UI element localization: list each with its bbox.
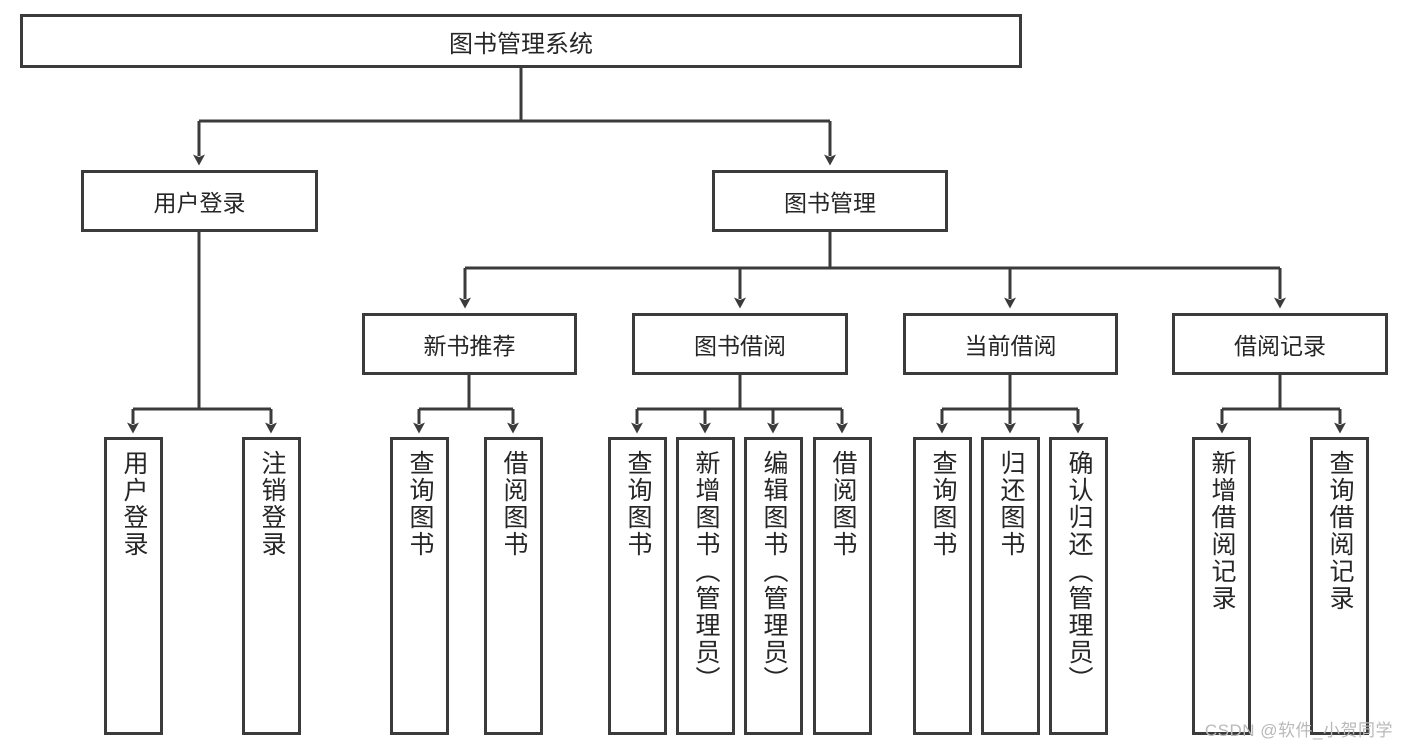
leaf-borrow-book-rec[interactable]: 借阅图书: [484, 437, 543, 735]
leaf-logout[interactable]: 注销登录: [242, 437, 301, 735]
node-new-book-rec[interactable]: 新书推荐: [362, 313, 577, 375]
leaf-add-borrow-record-label: 新增借阅记录: [1208, 450, 1236, 612]
leaf-confirm-return-admin[interactable]: 确认归还（管理员）: [1049, 437, 1108, 735]
node-root-label: 图书管理系统: [449, 30, 593, 58]
node-book-manage-label: 图书管理: [784, 190, 876, 216]
node-user-login[interactable]: 用户登录: [81, 170, 318, 232]
leaf-edit-book-admin[interactable]: 编辑图书（管理员）: [744, 437, 803, 735]
node-current-borrow-label: 当前借阅: [964, 333, 1057, 359]
leaf-add-book-admin-label: 新增图书（管理员）: [692, 450, 720, 693]
leaf-query-book-current-label: 查询图书: [929, 450, 957, 558]
leaf-query-book-rec-label: 查询图书: [406, 450, 434, 558]
node-book-manage[interactable]: 图书管理: [712, 170, 948, 232]
leaf-borrow-book-rec-label: 借阅图书: [500, 450, 528, 558]
leaf-logout-label: 注销登录: [258, 450, 286, 558]
node-book-borrow[interactable]: 图书借阅: [632, 313, 848, 375]
node-current-borrow[interactable]: 当前借阅: [903, 313, 1118, 375]
leaf-query-borrow-record[interactable]: 查询借阅记录: [1310, 437, 1369, 735]
leaf-confirm-return-admin-label: 确认归还（管理员）: [1065, 450, 1093, 693]
leaf-query-book-borrow[interactable]: 查询图书: [608, 437, 667, 735]
leaf-return-book-label: 归还图书: [997, 450, 1025, 558]
node-new-book-rec-label: 新书推荐: [423, 333, 516, 359]
watermark-text: CSDN @软件_小贺同学: [1204, 721, 1393, 740]
leaf-borrow-book-label: 借阅图书: [829, 450, 857, 558]
node-book-borrow-label: 图书借阅: [694, 333, 786, 359]
node-borrow-record-label: 借阅记录: [1234, 333, 1326, 359]
leaf-add-book-admin[interactable]: 新增图书（管理员）: [676, 437, 735, 735]
leaf-edit-book-admin-label: 编辑图书（管理员）: [760, 450, 788, 693]
leaf-query-borrow-record-label: 查询借阅记录: [1326, 450, 1354, 612]
leaf-query-book-borrow-label: 查询图书: [624, 450, 652, 558]
node-root[interactable]: 图书管理系统: [20, 14, 1022, 68]
node-user-login-label: 用户登录: [153, 190, 246, 216]
leaf-borrow-book[interactable]: 借阅图书: [813, 437, 872, 735]
leaf-user-login-label: 用户登录: [120, 450, 148, 558]
node-borrow-record[interactable]: 借阅记录: [1172, 313, 1388, 375]
leaf-return-book[interactable]: 归还图书: [981, 437, 1040, 735]
leaf-add-borrow-record[interactable]: 新增借阅记录: [1192, 437, 1251, 735]
leaf-user-login[interactable]: 用户登录: [104, 437, 163, 735]
leaf-query-book-rec[interactable]: 查询图书: [390, 437, 449, 735]
leaf-query-book-current[interactable]: 查询图书: [913, 437, 972, 735]
